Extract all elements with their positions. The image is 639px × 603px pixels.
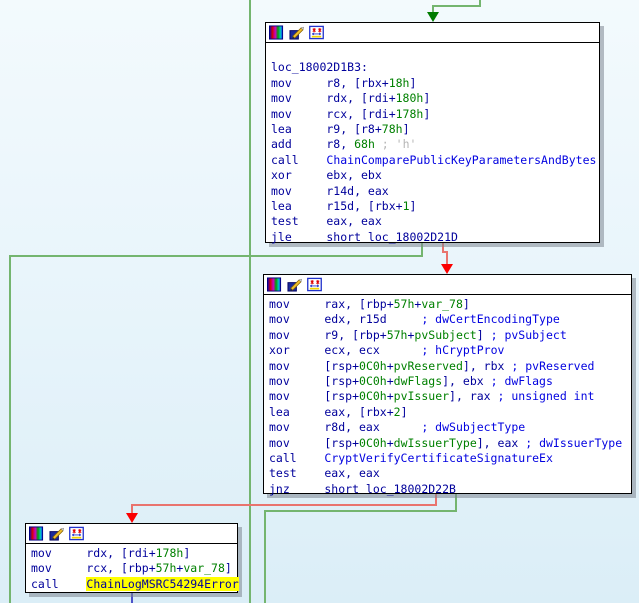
edge-block1-fallthrough: [441, 243, 453, 274]
asm-line: loc_18002D1B3:: [271, 60, 368, 75]
asm-line: mov rcx, [rdi+178h]: [271, 106, 431, 121]
edge-entry-to-block1: [427, 0, 481, 22]
asm-line: mov rax, [rbp+57h+var_78]: [269, 297, 470, 311]
asm-line: mov r9, [rbp+57h+pvSubject] ; pvSubject: [269, 327, 567, 342]
node-disassembly-text: mov rax, [rbp+57h+var_78]mov edx, r15d ;…: [264, 295, 631, 497]
node-disassembly-text: loc_18002D1B3:mov r8, [rbx+18h]mov rdx, …: [266, 43, 599, 245]
edit-node-icon[interactable]: [289, 25, 304, 40]
asm-line: lea r15d, [rbx+1]: [271, 198, 417, 213]
asm-line: xor ecx, ecx ; hCryptProv: [269, 343, 505, 358]
edge-block2-jump-taken: [264, 494, 457, 603]
asm-line: mov edx, r15d ; dwCertEncodingType: [269, 312, 560, 327]
node-color-icon[interactable]: [267, 277, 282, 292]
node-disassembly-text: mov rdx, [rdi+178h]mov rcx, [rbp+57h+var…: [26, 544, 239, 592]
graph-node-chainlog-error[interactable]: mov rdx, [rdi+178h]mov rcx, [rbp+57h+var…: [25, 523, 239, 593]
edge-block2-fallthrough-arrowhead: [126, 513, 138, 523]
edge-block1-fallthrough-arrowhead: [441, 264, 453, 274]
group-node-icon[interactable]: [307, 277, 322, 292]
node-color-icon[interactable]: [29, 526, 44, 541]
asm-line: mov rdx, [rdi+180h]: [271, 91, 431, 106]
asm-line: mov [rsp+0C0h+dwIssuerType], eax ; dwIss…: [269, 435, 623, 450]
asm-line: lea eax, [rbx+2]: [269, 404, 408, 419]
asm-line: call ChainComparePublicKeyParametersAndB…: [271, 152, 597, 167]
asm-line: call CryptVerifyCertificateSignatureEx: [269, 450, 553, 465]
asm-line: lea r9, [r8+78h]: [271, 121, 410, 136]
highlighted-call-target: ChainLogMSRC54294Error: [86, 576, 239, 591]
edge-block2-fallthrough: [126, 494, 437, 523]
asm-line: [271, 45, 599, 60]
asm-line: test eax, eax: [271, 214, 382, 229]
asm-line: call ChainLogMSRC54294Error: [31, 576, 239, 591]
edge-entry-to-block1-arrowhead: [427, 12, 439, 22]
node-title-bar[interactable]: [264, 275, 631, 295]
group-node-icon[interactable]: [69, 526, 84, 541]
asm-line: add r8, 68h ; 'h': [271, 137, 417, 152]
asm-line: mov rcx, [rbp+57h+var_78]: [31, 561, 232, 576]
edge-block1-jump-taken: [9, 243, 423, 603]
edit-node-icon[interactable]: [287, 277, 302, 292]
asm-line: mov rdx, [rdi+178h]: [31, 546, 191, 560]
asm-line: mov r8d, eax ; dwSubjectType: [269, 420, 526, 435]
asm-line: jle short loc_18002D21D: [271, 229, 458, 244]
asm-line: mov [rsp+0C0h+pvReserved], rbx ; pvReser…: [269, 358, 595, 373]
asm-line: mov r8, [rbx+18h]: [271, 75, 417, 90]
asm-line: xor ebx, ebx: [271, 168, 382, 183]
group-node-icon[interactable]: [309, 25, 324, 40]
node-color-icon[interactable]: [269, 25, 284, 40]
node-title-bar[interactable]: [26, 524, 237, 544]
node-title-bar[interactable]: [266, 23, 599, 43]
asm-line: mov r14d, eax: [271, 183, 389, 198]
asm-line: mov [rsp+0C0h+pvIssuer], rax ; unsigned …: [269, 389, 595, 404]
graph-node-crypt-verify[interactable]: mov rax, [rbp+57h+var_78]mov edx, r15d ;…: [263, 274, 632, 497]
asm-line: jnz short loc_18002D22B: [269, 481, 456, 496]
asm-line: mov [rsp+0C0h+dwFlags], ebx ; dwFlags: [269, 373, 553, 388]
asm-line: test eax, eax: [269, 466, 380, 481]
edit-node-icon[interactable]: [49, 526, 64, 541]
graph-node-loc-18002D1B3[interactable]: loc_18002D1B3:mov r8, [rbx+18h]mov rdx, …: [265, 22, 600, 245]
